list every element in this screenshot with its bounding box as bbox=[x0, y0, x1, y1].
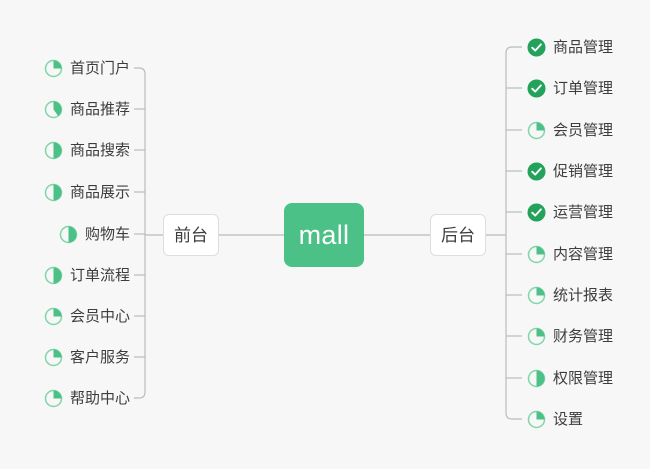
pie-progress-icon bbox=[44, 307, 63, 326]
leaf-item-right[interactable]: 统计报表 bbox=[527, 283, 613, 307]
leaf-item-right[interactable]: 会员管理 bbox=[527, 118, 613, 142]
leaf-item-right[interactable]: 订单管理 bbox=[527, 76, 613, 100]
leaf-item-label: 客户服务 bbox=[69, 348, 130, 366]
leaf-item-label: 内容管理 bbox=[553, 245, 614, 263]
leaf-item-label: 会员管理 bbox=[553, 121, 614, 139]
pie-progress-icon bbox=[527, 121, 546, 140]
branch-node-back-label: 后台 bbox=[441, 225, 475, 245]
pie-progress-icon bbox=[44, 348, 63, 367]
pie-progress-icon bbox=[527, 286, 546, 305]
leaf-item-label: 会员中心 bbox=[69, 307, 130, 325]
leaf-item-label: 财务管理 bbox=[553, 327, 614, 345]
leaf-item-left[interactable]: 商品推荐 bbox=[0, 97, 130, 121]
leaf-item-right[interactable]: 内容管理 bbox=[527, 242, 613, 266]
leaf-item-label: 首页门户 bbox=[69, 59, 130, 77]
check-circle-icon bbox=[527, 203, 546, 222]
leaf-item-label: 购物车 bbox=[84, 225, 130, 243]
leaf-item-right[interactable]: 权限管理 bbox=[527, 366, 613, 390]
branch-node-front[interactable]: 前台 bbox=[163, 214, 219, 256]
check-circle-icon bbox=[527, 162, 546, 181]
leaf-item-label: 权限管理 bbox=[553, 369, 614, 387]
leaf-item-right[interactable]: 运营管理 bbox=[527, 200, 613, 224]
pie-progress-icon bbox=[44, 59, 63, 78]
pie-progress-icon bbox=[527, 410, 546, 429]
pie-progress-icon bbox=[44, 266, 63, 285]
leaf-item-left[interactable]: 商品展示 bbox=[0, 180, 130, 204]
check-circle-icon bbox=[527, 38, 546, 57]
branch-node-back[interactable]: 后台 bbox=[430, 214, 486, 256]
leaf-item-right[interactable]: 设置 bbox=[527, 407, 583, 431]
pie-progress-icon bbox=[44, 141, 63, 160]
branch-node-front-label: 前台 bbox=[174, 225, 208, 245]
leaf-item-label: 设置 bbox=[553, 410, 584, 428]
leaf-item-left[interactable]: 首页门户 bbox=[0, 56, 130, 80]
center-node-mall[interactable]: mall bbox=[284, 203, 364, 267]
pie-progress-icon bbox=[44, 100, 63, 119]
pie-progress-icon bbox=[59, 225, 78, 244]
leaf-item-left[interactable]: 帮助中心 bbox=[0, 386, 130, 410]
leaf-item-label: 订单流程 bbox=[69, 266, 130, 284]
pie-progress-icon bbox=[44, 183, 63, 202]
center-node-label: mall bbox=[298, 219, 350, 250]
leaf-item-label: 运营管理 bbox=[553, 203, 614, 221]
pie-progress-icon bbox=[527, 245, 546, 264]
leaf-item-left[interactable]: 购物车 bbox=[0, 222, 130, 246]
leaf-item-label: 订单管理 bbox=[553, 79, 614, 97]
leaf-item-label: 商品展示 bbox=[69, 183, 130, 201]
check-circle-icon bbox=[527, 79, 546, 98]
pie-progress-icon bbox=[527, 327, 546, 346]
leaf-item-left[interactable]: 商品搜索 bbox=[0, 138, 130, 162]
leaf-item-left[interactable]: 订单流程 bbox=[0, 263, 130, 287]
leaf-item-label: 帮助中心 bbox=[69, 389, 130, 407]
leaf-item-label: 统计报表 bbox=[553, 286, 614, 304]
pie-progress-icon bbox=[44, 389, 63, 408]
leaf-item-label: 商品搜索 bbox=[69, 141, 130, 159]
leaf-item-right[interactable]: 商品管理 bbox=[527, 35, 613, 59]
pie-progress-icon bbox=[527, 369, 546, 388]
leaf-item-label: 商品推荐 bbox=[69, 100, 130, 118]
leaf-item-left[interactable]: 客户服务 bbox=[0, 345, 130, 369]
leaf-item-label: 商品管理 bbox=[553, 38, 614, 56]
leaf-item-right[interactable]: 促销管理 bbox=[527, 159, 613, 183]
leaf-item-left[interactable]: 会员中心 bbox=[0, 304, 130, 328]
leaf-item-label: 促销管理 bbox=[553, 162, 614, 180]
leaf-item-right[interactable]: 财务管理 bbox=[527, 324, 613, 348]
